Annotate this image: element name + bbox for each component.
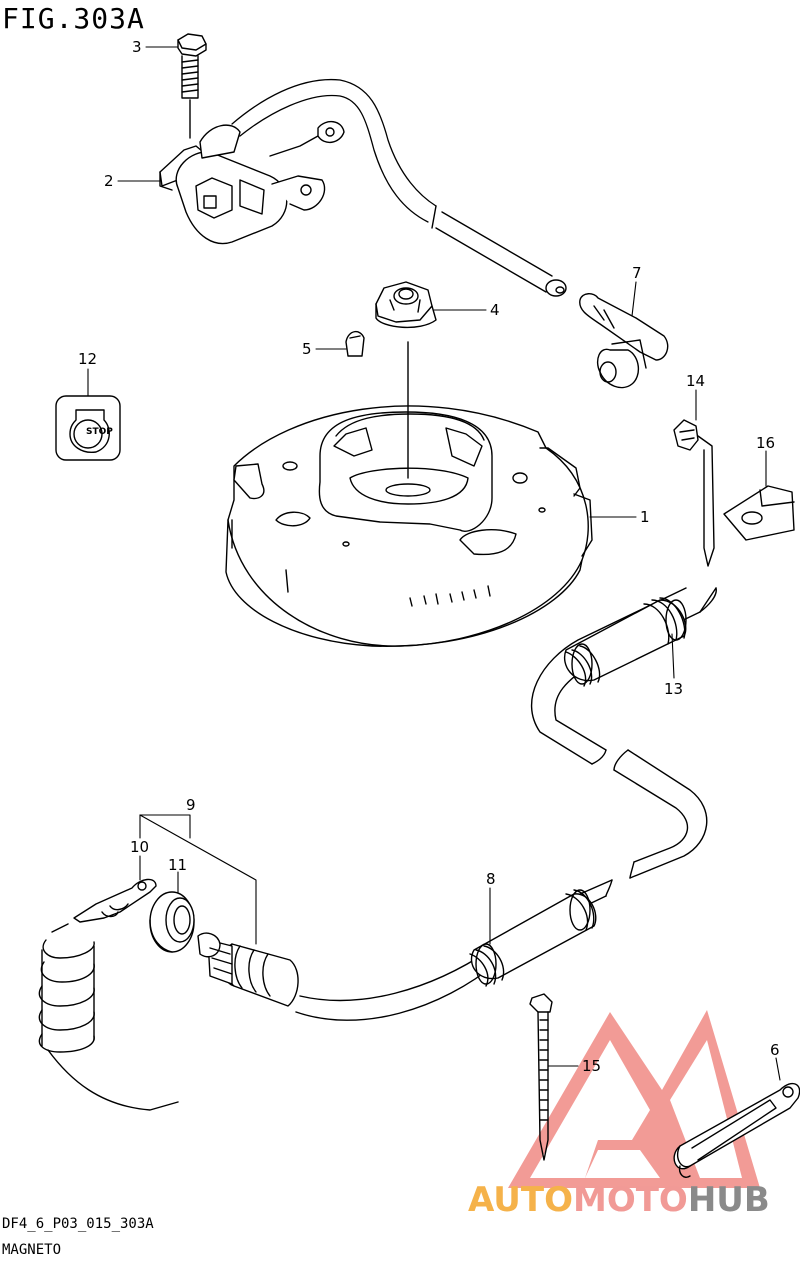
stop-switch-label: STOP <box>86 427 113 437</box>
callout-2: 2 <box>104 172 114 190</box>
watermark-logo: AUTOMOTOHUB <box>468 1180 770 1220</box>
callout-13: 13 <box>664 680 684 698</box>
callout-5: 5 <box>302 340 312 358</box>
watermark-part-auto: AUTO <box>468 1180 573 1220</box>
callout-12: 12 <box>78 350 98 368</box>
callout-16: 16 <box>756 434 776 452</box>
callout-9: 9 <box>186 796 196 814</box>
leader-lines <box>87 46 781 1081</box>
watermark-part-moto: MOTO <box>572 1180 688 1220</box>
flywheel-nut <box>375 281 437 329</box>
wiring-harness-tube <box>197 587 717 1021</box>
figure-title: FIG.303A <box>2 2 145 35</box>
callout-6: 6 <box>770 1041 780 1059</box>
callout-3: 3 <box>132 38 142 56</box>
callout-7: 7 <box>632 264 642 282</box>
figure-name: MAGNETO <box>2 1242 62 1258</box>
bolt-part <box>177 33 207 139</box>
callout-1: 1 <box>640 508 650 526</box>
ground-strap <box>673 1082 800 1178</box>
ground-bracket <box>723 485 795 541</box>
callout-8: 8 <box>486 870 496 888</box>
high-tension-lead <box>431 205 567 297</box>
terminal-and-lead <box>38 878 179 1111</box>
cable-tie <box>529 993 553 1161</box>
woodruff-key <box>345 331 365 357</box>
grommet <box>149 891 195 953</box>
wire-clamp-pin <box>673 419 715 567</box>
callout-10: 10 <box>130 838 150 856</box>
stop-switch-plate <box>55 395 121 461</box>
watermark-triangle <box>508 1010 760 1188</box>
callout-11: 11 <box>168 856 188 874</box>
callout-15: 15 <box>582 1057 602 1075</box>
callout-14: 14 <box>686 372 706 390</box>
ignition-coil <box>159 78 437 245</box>
callout-4: 4 <box>490 301 500 319</box>
flywheel-rotor <box>225 341 593 647</box>
watermark-part-hub: HUB <box>687 1180 770 1220</box>
figure-code: DF4_6_P03_015_303A <box>2 1216 154 1232</box>
spark-plug-cap <box>579 293 669 389</box>
